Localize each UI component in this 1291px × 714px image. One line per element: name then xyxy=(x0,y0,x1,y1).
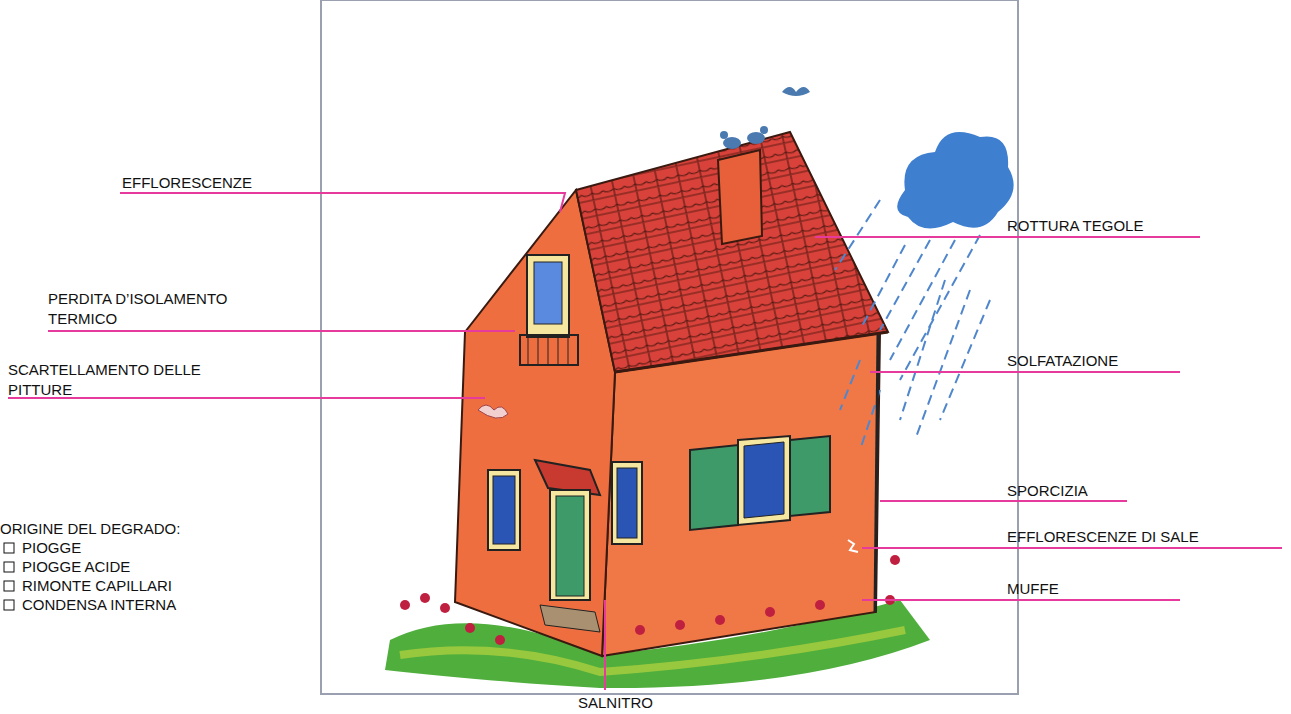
chimney xyxy=(718,150,762,244)
callout-label: EFFLORESCENZE DI SALE xyxy=(1007,527,1199,547)
leader-lines xyxy=(8,193,1282,690)
callout-label: CONDENSA INTERNA xyxy=(22,595,176,615)
callout-label: SCARTELLAMENTO DELLE PITTURE xyxy=(8,360,248,400)
callout-label: EFFLORESCENZE xyxy=(122,173,252,193)
callout-label: PIOGGE ACIDE xyxy=(22,557,130,577)
cloud xyxy=(897,132,1013,228)
callout-label: PERDITA D’ISOLAMENTO TERMICO xyxy=(48,289,248,329)
flowers xyxy=(400,555,900,645)
callout-label: RIMONTE CAPILLARI xyxy=(22,576,172,596)
callout-label: SALNITRO xyxy=(578,693,653,713)
callout-label: SPORCIZIA xyxy=(1007,481,1088,501)
roof xyxy=(576,132,888,372)
callout-label: ROTTURA TEGOLE xyxy=(1007,216,1143,236)
side-wall xyxy=(602,332,880,656)
callout-label: ORIGINE DEL DEGRADO: xyxy=(0,519,180,539)
bird xyxy=(782,87,810,96)
callout-label: PIOGGE xyxy=(22,538,81,558)
callout-label: SOLFATAZIONE xyxy=(1007,351,1118,371)
checkbox xyxy=(4,543,14,610)
picture-frame xyxy=(321,0,1018,694)
callout-label: MUFFE xyxy=(1007,579,1059,599)
